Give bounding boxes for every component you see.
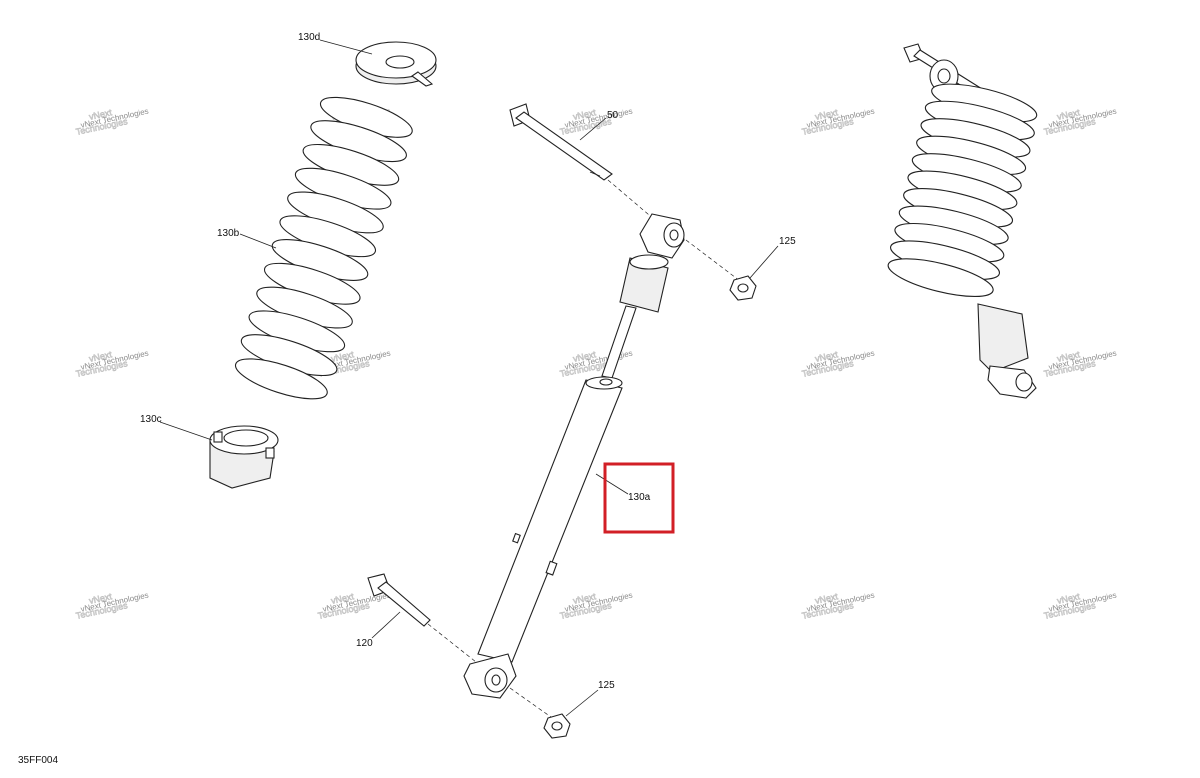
watermark: vNext Technologies vNext Technologies — [801, 349, 876, 380]
leader-130a — [595, 473, 629, 495]
watermark: vNext Technologies vNext Technologies — [801, 107, 876, 138]
callout-125-top[interactable]: 125 — [779, 236, 796, 247]
part-50-upper-bolt[interactable] — [509, 103, 613, 181]
part-130c-spring-seat[interactable] — [209, 425, 279, 489]
part-125-nut-top[interactable] — [729, 275, 757, 301]
part-130d-spring-retainer[interactable] — [355, 41, 437, 87]
watermark: vNext Technologies vNext Technologies — [1043, 349, 1118, 380]
callout-50[interactable]: 50 — [607, 110, 619, 121]
callout-130b[interactable]: 130b — [217, 228, 240, 239]
watermark: vNext Technologies vNext Technologies — [75, 591, 150, 622]
leader-125-top — [749, 245, 779, 279]
leader-50 — [579, 117, 607, 141]
part-130b-coil-spring[interactable] — [229, 89, 418, 408]
watermark-grid: vNext Technologies vNext Technologies vN… — [75, 107, 1118, 622]
assembly-line-125-bottom — [509, 687, 559, 723]
highlight-box-130a — [603, 462, 675, 534]
leader-125-bottom — [565, 689, 599, 717]
callout-125-bottom[interactable]: 125 — [598, 680, 615, 691]
watermark: vNext Technologies vNext Technologies — [1043, 107, 1118, 138]
assembled-shock-view — [887, 43, 1038, 399]
part-120-lower-bolt[interactable] — [367, 573, 431, 627]
watermark: vNext Technologies vNext Technologies — [559, 107, 634, 138]
watermark: vNext Technologies vNext Technologies — [1043, 591, 1118, 622]
watermark: vNext Technologies vNext Technologies — [75, 107, 150, 138]
watermark: vNext Technologies vNext Technologies — [75, 349, 150, 380]
assembly-line-125-top — [685, 239, 745, 285]
callout-120[interactable]: 120 — [356, 638, 373, 649]
leader-130c — [159, 421, 213, 441]
watermark: vNext Technologies vNext Technologies — [801, 591, 876, 622]
callout-130c[interactable]: 130c — [140, 414, 162, 425]
callout-130a[interactable]: 130a — [628, 492, 651, 503]
part-130a-shock-absorber[interactable] — [463, 213, 685, 699]
leader-130b — [239, 233, 277, 249]
watermark: vNext Technologies vNext Technologies — [559, 591, 634, 622]
leader-130d — [319, 39, 373, 55]
callout-130d[interactable]: 130d — [298, 32, 320, 43]
leader-120 — [371, 611, 401, 639]
part-125-nut-bottom[interactable] — [543, 713, 571, 739]
diagram-code: 35FF004 — [18, 755, 59, 766]
assembly-line-120 — [427, 623, 477, 663]
